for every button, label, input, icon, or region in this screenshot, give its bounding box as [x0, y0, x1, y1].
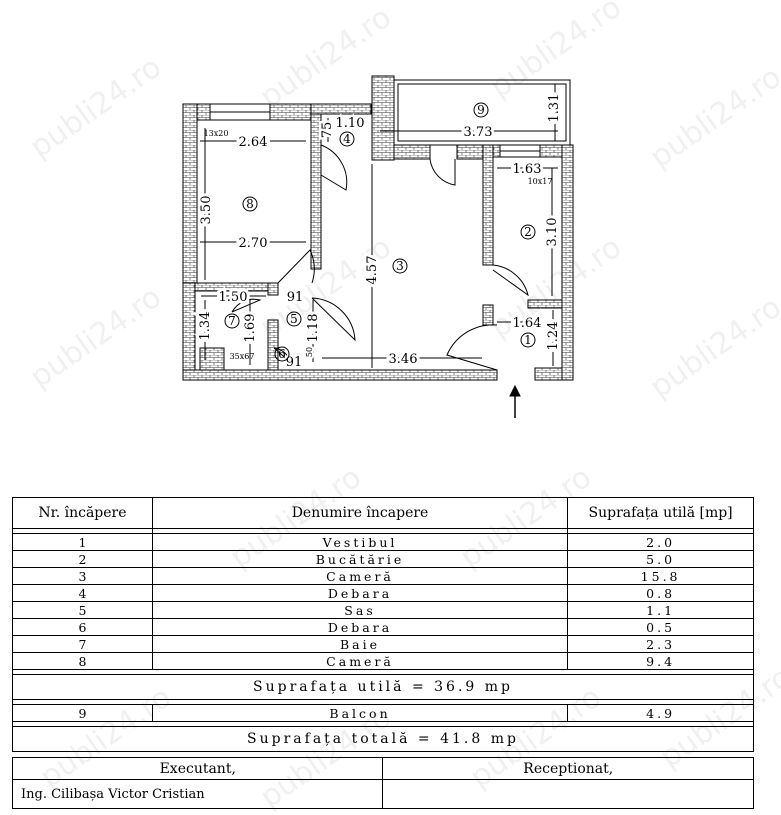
room-area-cell: 15.8	[567, 567, 754, 585]
room-name-cell: Vestibul	[151, 533, 569, 551]
dim-label: 35x67	[230, 352, 255, 361]
room-nr-cell: 1	[12, 533, 153, 551]
dimension-lines	[200, 84, 560, 368]
room-number: 6	[278, 347, 286, 361]
receptionat-signature	[382, 779, 754, 809]
table-row: 1 Vestibul 2.0	[12, 533, 754, 551]
dim-label: 1.69	[243, 314, 258, 343]
table-row: 3 Cameră 15.8	[12, 567, 754, 585]
table-row: 5 Sas 1.1	[12, 601, 754, 619]
room-name-cell: Baie	[151, 635, 569, 653]
total-area: Suprafața totală = 41.8 mp	[12, 726, 754, 752]
table-row: 4 Debara 0.8	[12, 584, 754, 602]
room-name-cell: Debara	[151, 618, 569, 636]
room-nr-cell: 2	[12, 550, 153, 568]
room-nr-cell: 3	[12, 567, 153, 585]
dim-label: 2.64	[239, 135, 268, 150]
room-area-cell: 9.4	[567, 652, 754, 670]
table-row: 8 Cameră 9.4	[12, 652, 754, 670]
executant-label: Executant,	[11, 757, 384, 780]
room-area-cell: 2.0	[567, 533, 754, 551]
doors	[231, 144, 529, 371]
room-name-cell: Balcon	[151, 704, 569, 722]
room-number: 1	[524, 333, 532, 347]
room-area-cell: 4.9	[567, 704, 754, 722]
walls	[182, 75, 574, 381]
dim-label: 1.34	[198, 312, 213, 341]
room-number: 7	[228, 314, 236, 328]
dim-label: 1.31	[547, 94, 562, 123]
dim-label: 3.50	[199, 196, 214, 225]
room-area-cell: 0.5	[567, 618, 754, 636]
table-row: 7 Baie 2.3	[12, 635, 754, 653]
dim-label: 75	[320, 122, 335, 139]
column-header: Suprafața utilă [mp]	[567, 497, 754, 529]
room-number: 2	[524, 225, 532, 239]
room-name-cell: Debara	[151, 584, 569, 602]
dim-label: 13x20	[204, 129, 229, 138]
room-number: 9	[477, 103, 485, 117]
room-markers	[224, 102, 536, 362]
room-nr-cell: 6	[12, 618, 153, 636]
room-number: 8	[246, 197, 254, 211]
room-area-cell: 2.3	[567, 635, 754, 653]
room-nr-cell: 9	[12, 704, 153, 722]
room-nr-cell: 4	[12, 584, 153, 602]
useful-total: Suprafața utilă = 36.9 mp	[12, 674, 754, 700]
room-area-cell: 1.1	[567, 601, 754, 619]
dim-label: 4.57	[365, 256, 380, 285]
entrance-arrow	[509, 384, 521, 418]
room-number: 5	[290, 312, 298, 326]
table-row: 2 Bucătărie 5.0	[12, 550, 754, 568]
useful-total-row: Suprafața utilă = 36.9 mp	[12, 674, 754, 700]
dim-label: 3.46	[389, 352, 418, 367]
room-name-cell: Cameră	[151, 652, 569, 670]
room-name-cell: Cameră	[151, 567, 569, 585]
dim-label: 3.73	[464, 125, 493, 140]
total-row: Suprafața totală = 41.8 mp	[12, 726, 754, 752]
dim-label: 1.50	[219, 290, 248, 305]
receptionat-label: Receptionat,	[382, 757, 754, 780]
dim-label: 1.18	[306, 314, 321, 343]
dim-label: 1.10	[336, 116, 365, 131]
column-header: Nr. încăpere	[12, 497, 153, 529]
dim-label: 10x17	[528, 177, 553, 186]
column-header: Denumire încapere	[151, 497, 569, 529]
table-row: 6 Debara 0.5	[12, 618, 754, 636]
dim-label: 3.10	[545, 218, 560, 247]
room-number: 4	[343, 132, 351, 146]
room-number: 3	[396, 259, 404, 273]
room-area-cell: 5.0	[567, 550, 754, 568]
dim-label: 50	[305, 347, 314, 357]
signature-table: Executant, Receptionat, Ing. Cilibașa Vi…	[11, 757, 754, 809]
room-area-cell: 0.8	[567, 584, 754, 602]
dim-label: 1.63	[513, 162, 542, 177]
executant-name: Ing. Cilibașa Victor Cristian	[11, 779, 384, 809]
dim-label: 1.24	[546, 322, 561, 351]
room-name-cell: Sas	[151, 601, 569, 619]
room-name-cell: Bucătărie	[151, 550, 569, 568]
dim-label: 1.64	[513, 316, 542, 331]
floor-plan: 2.64 2.70 3.50 1.10 75 3.73 1.31 1.63 3.…	[182, 75, 574, 418]
room-nr-cell: 5	[12, 601, 153, 619]
room-nr-cell: 8	[12, 652, 153, 670]
dim-label: 91	[287, 290, 304, 305]
room-nr-cell: 7	[12, 635, 153, 653]
windows	[209, 103, 541, 158]
balcony-outline	[393, 79, 571, 146]
table-header-row: Nr. încăpere Denumire încapere Suprafața…	[12, 497, 754, 529]
area-table: Nr. încăpere Denumire încapere Suprafața…	[12, 497, 754, 752]
dim-label: 2.70	[239, 236, 268, 251]
table-row: 9 Balcon 4.9	[12, 704, 754, 722]
dim-label: 91	[286, 355, 303, 370]
